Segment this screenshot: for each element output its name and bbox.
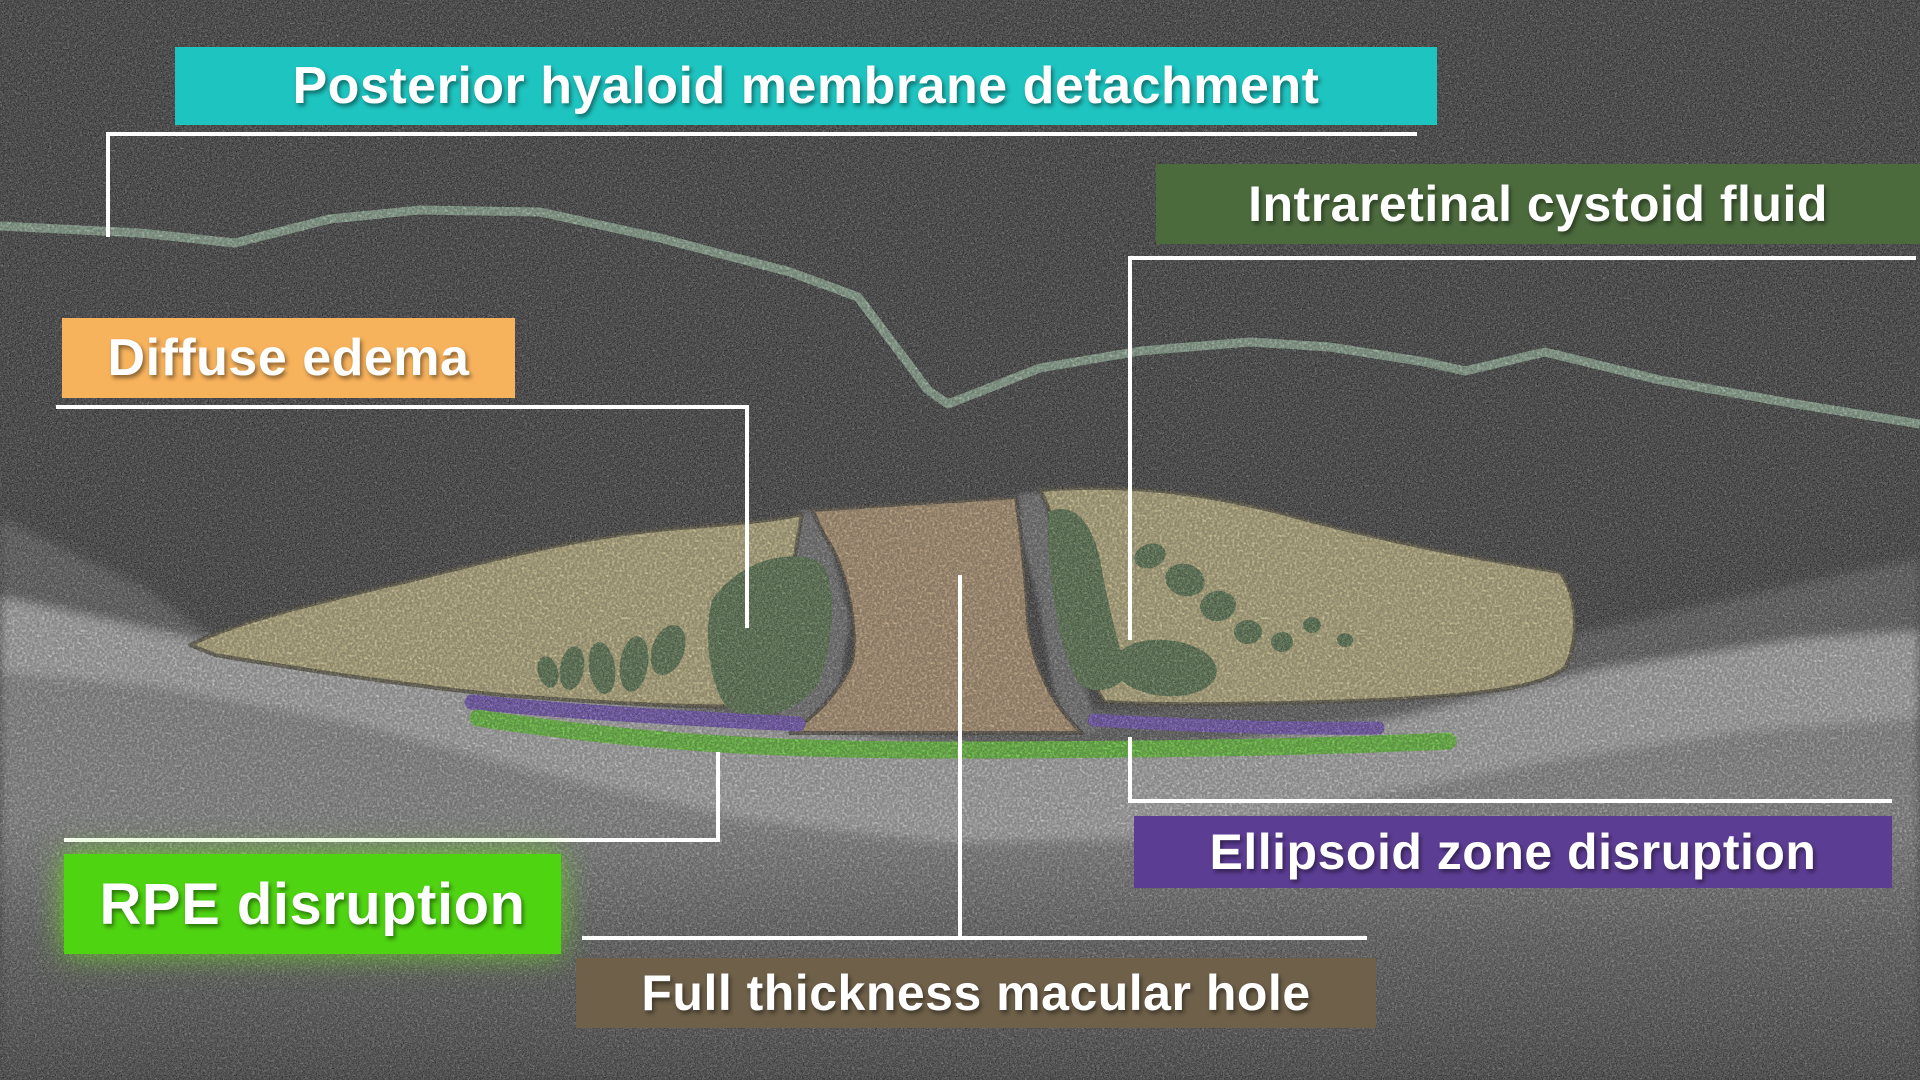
leader-ellipsoid-zone <box>1128 737 1892 803</box>
label-full-thickness-macular-hole: Full thickness macular hole <box>576 958 1376 1028</box>
leader-lines <box>56 132 1916 940</box>
label-ellipsoid-zone-disruption: Ellipsoid zone disruption <box>1134 816 1892 888</box>
label-diffuse-edema: Diffuse edema <box>62 318 515 398</box>
label-posterior-hyaloid-membrane-detachment: Posterior hyaloid membrane detachment <box>175 47 1437 125</box>
leader-posterior-hyaloid <box>106 132 1417 237</box>
label-rpe-disruption: RPE disruption <box>64 854 561 954</box>
label-intraretinal-cystoid-fluid: Intraretinal cystoid fluid <box>1156 164 1920 244</box>
leader-diffuse-edema <box>56 405 749 628</box>
leader-intraretinal-cystoid <box>1128 256 1916 640</box>
leader-rpe-disruption <box>64 752 720 842</box>
